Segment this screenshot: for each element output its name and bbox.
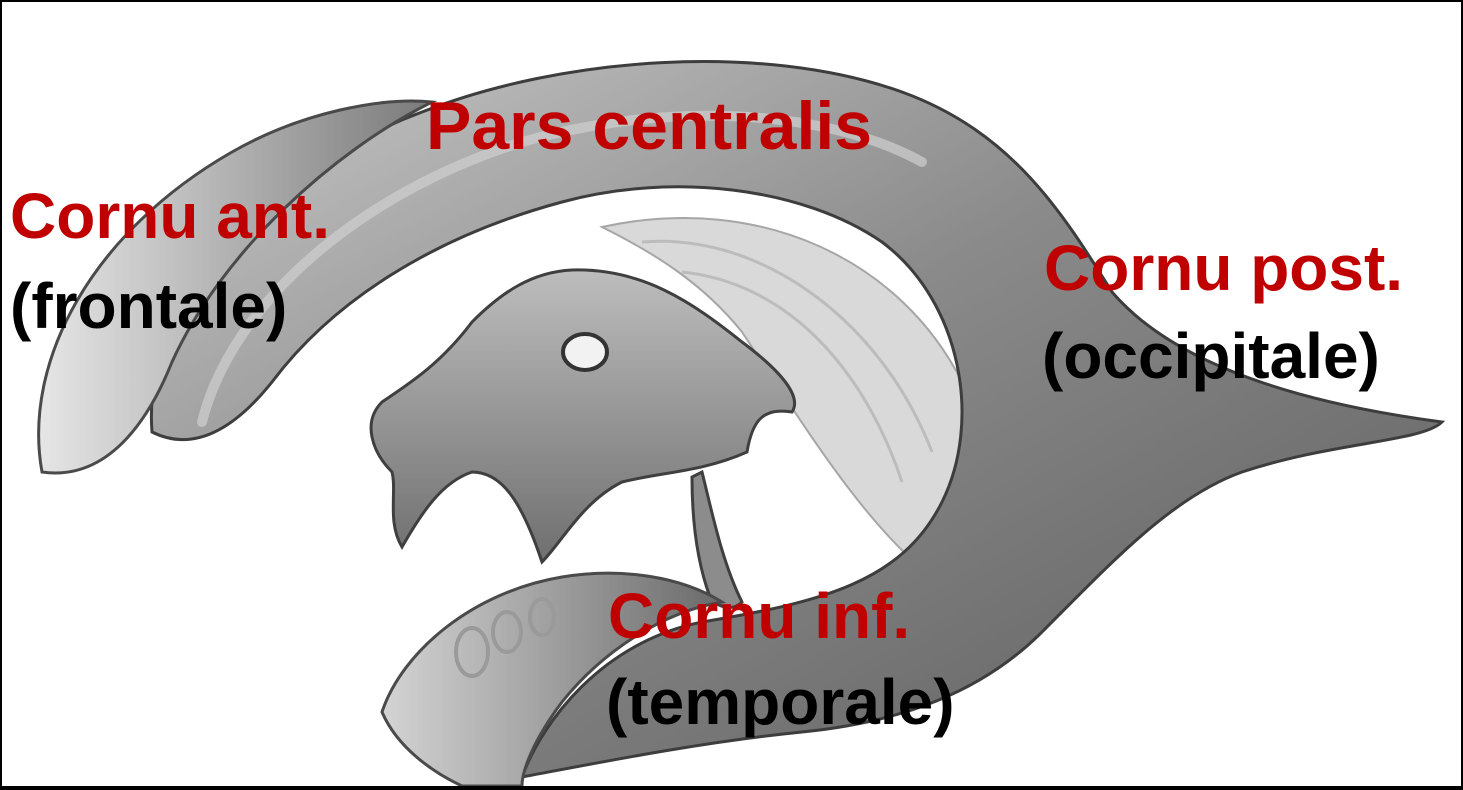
label-cornu-inferius-alt: (temporale)	[606, 670, 955, 734]
label-cornu-anterius: Cornu ant.	[10, 184, 330, 248]
interventricular-foramen	[563, 334, 607, 370]
label-pars-centralis: Pars centralis	[426, 92, 872, 160]
label-cornu-posterius-alt: (occipitale)	[1042, 324, 1380, 388]
label-cornu-posterius: Cornu post.	[1044, 236, 1403, 300]
label-cornu-anterius-alt: (frontale)	[10, 274, 287, 338]
label-cornu-inferius: Cornu inf.	[608, 584, 910, 648]
